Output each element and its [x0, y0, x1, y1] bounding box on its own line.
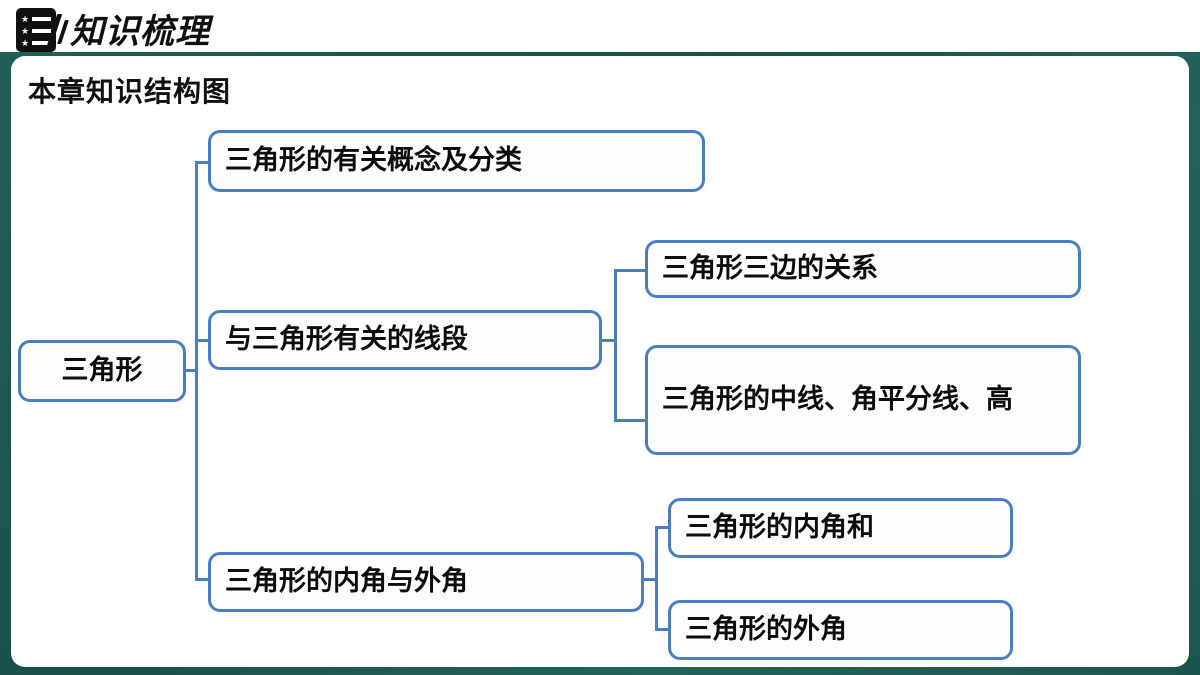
- node-segments-label: 与三角形有关的线段: [225, 324, 468, 356]
- edge-angle-trunk: [655, 526, 658, 631]
- edge-root-concept: [195, 161, 210, 164]
- edge-root-stub: [186, 369, 198, 372]
- node-angles[interactable]: 三角形的内角与外角: [208, 552, 644, 612]
- edge-angle-ext: [655, 628, 671, 631]
- node-root[interactable]: 三角形: [18, 340, 186, 402]
- edge-seg-trunk: [614, 269, 617, 422]
- edge-angle-stub: [642, 578, 658, 581]
- node-interior-angle-sum-label: 三角形的内角和: [685, 512, 874, 544]
- node-root-label: 三角形: [61, 355, 143, 387]
- list-star-icon: ★ ★ ★: [16, 8, 56, 52]
- node-side-relation[interactable]: 三角形三边的关系: [645, 240, 1081, 298]
- node-exterior-angle-label: 三角形的外角: [685, 614, 847, 646]
- node-median-bisector-height-label: 三角形的中线、角平分线、高: [662, 384, 1013, 416]
- node-median-bisector-height[interactable]: 三角形的中线、角平分线、高: [645, 345, 1081, 455]
- edge-root-seg: [195, 339, 210, 342]
- node-concept-label: 三角形的有关概念及分类: [225, 145, 522, 177]
- edge-angle-sum: [655, 526, 671, 529]
- node-side-relation-label: 三角形三边的关系: [662, 253, 878, 285]
- node-segments[interactable]: 与三角形有关的线段: [208, 310, 602, 370]
- edge-root-trunk: [195, 161, 198, 581]
- node-interior-angle-sum[interactable]: 三角形的内角和: [668, 498, 1013, 558]
- page-title: 本章知识结构图: [28, 75, 232, 108]
- slide-header: ★ ★ ★ 知识梳理: [0, 0, 1200, 58]
- edge-seg-stub: [600, 339, 616, 342]
- edge-seg-rel: [614, 269, 647, 272]
- edge-root-angle: [195, 578, 210, 581]
- header-title: 知识梳理: [70, 12, 210, 52]
- node-concept[interactable]: 三角形的有关概念及分类: [208, 130, 705, 192]
- node-angles-label: 三角形的内角与外角: [225, 566, 468, 598]
- node-exterior-angle[interactable]: 三角形的外角: [668, 600, 1013, 660]
- edge-seg-med: [614, 419, 647, 422]
